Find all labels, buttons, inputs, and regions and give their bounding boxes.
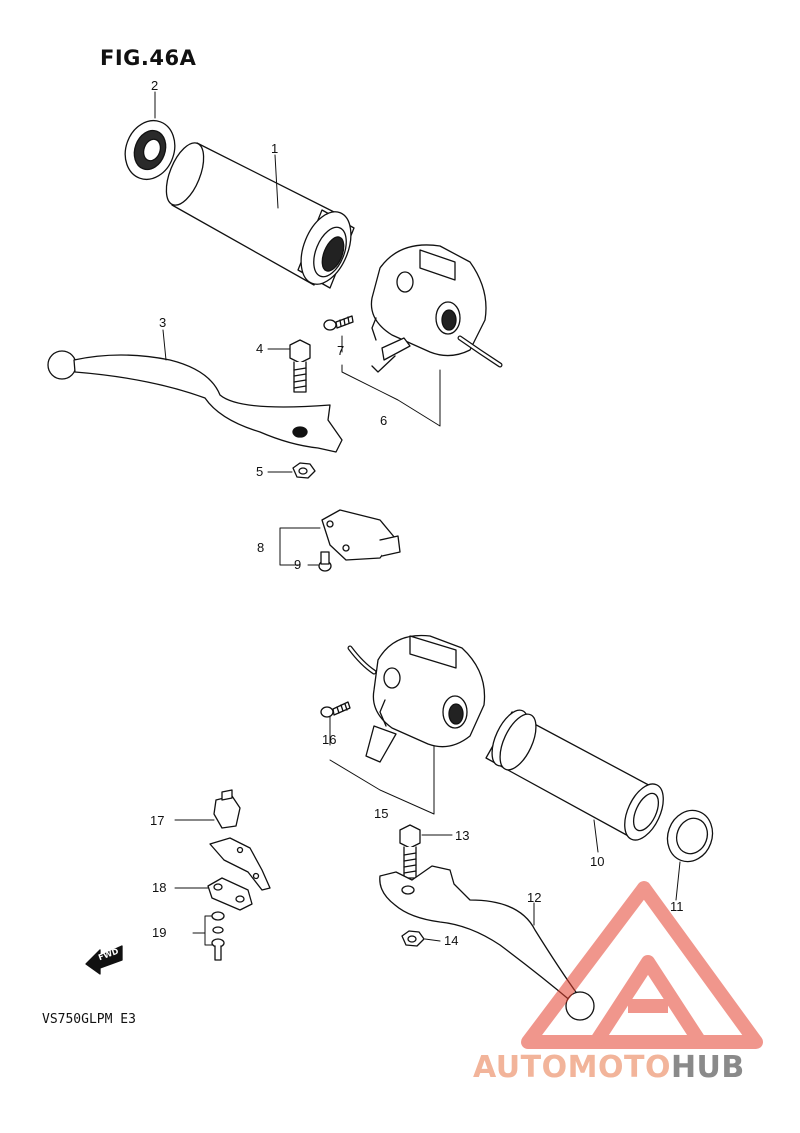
callout-9: 9 <box>294 557 302 572</box>
callout-13: 13 <box>455 828 470 843</box>
nut-14 <box>401 930 425 947</box>
callout-3: 3 <box>159 315 167 330</box>
grip-end-cap <box>666 809 714 863</box>
handlebar-grip <box>485 709 664 841</box>
callout-11: 11 <box>670 899 684 914</box>
switch-housing-left <box>347 634 486 763</box>
clutch-lever <box>379 865 595 1021</box>
callout-6: 6 <box>380 413 388 428</box>
callout-2: 2 <box>151 78 159 93</box>
front-stop-switch <box>321 509 401 561</box>
watermark-text-a: AUTOMOTO <box>473 1050 671 1085</box>
callout-10: 10 <box>590 854 605 869</box>
pivot-bolt-13 <box>399 824 421 879</box>
fwd-arrow-icon <box>85 945 123 975</box>
switch-bracket <box>209 837 271 891</box>
model-code: VS750GLPM E3 <box>42 1012 136 1027</box>
callout-18: 18 <box>152 880 167 895</box>
callout-8: 8 <box>257 540 265 555</box>
callout-16: 16 <box>322 732 337 747</box>
washer-screw-19 <box>211 911 225 961</box>
figure-title: FIG.46A <box>100 46 197 70</box>
callout-14: 14 <box>444 933 459 948</box>
callout-7: 7 <box>337 343 345 358</box>
callout-4: 4 <box>256 341 264 356</box>
watermark-text-b: HUB <box>670 1050 745 1085</box>
nut-5 <box>292 462 316 479</box>
pivot-bolt-4 <box>289 339 311 393</box>
callout-1: 1 <box>271 141 279 156</box>
clutch-switch <box>213 789 241 829</box>
callout-19: 19 <box>152 925 167 940</box>
front-brake-lever <box>47 350 343 453</box>
holder-18 <box>207 877 253 911</box>
callout-12: 12 <box>527 890 542 905</box>
screw-7 <box>323 315 354 331</box>
watermark-text: AUTOMOTOHUB <box>473 1050 745 1085</box>
throttle-grip <box>165 142 355 289</box>
watermark-logo-icon <box>521 881 763 1049</box>
screw-9 <box>318 551 332 572</box>
callout-15: 15 <box>374 806 389 821</box>
grip-end-cap-top <box>124 119 176 181</box>
callout-5: 5 <box>256 464 264 479</box>
callout-17: 17 <box>150 813 165 828</box>
screw-16 <box>320 701 351 718</box>
switch-housing-right <box>370 244 503 373</box>
